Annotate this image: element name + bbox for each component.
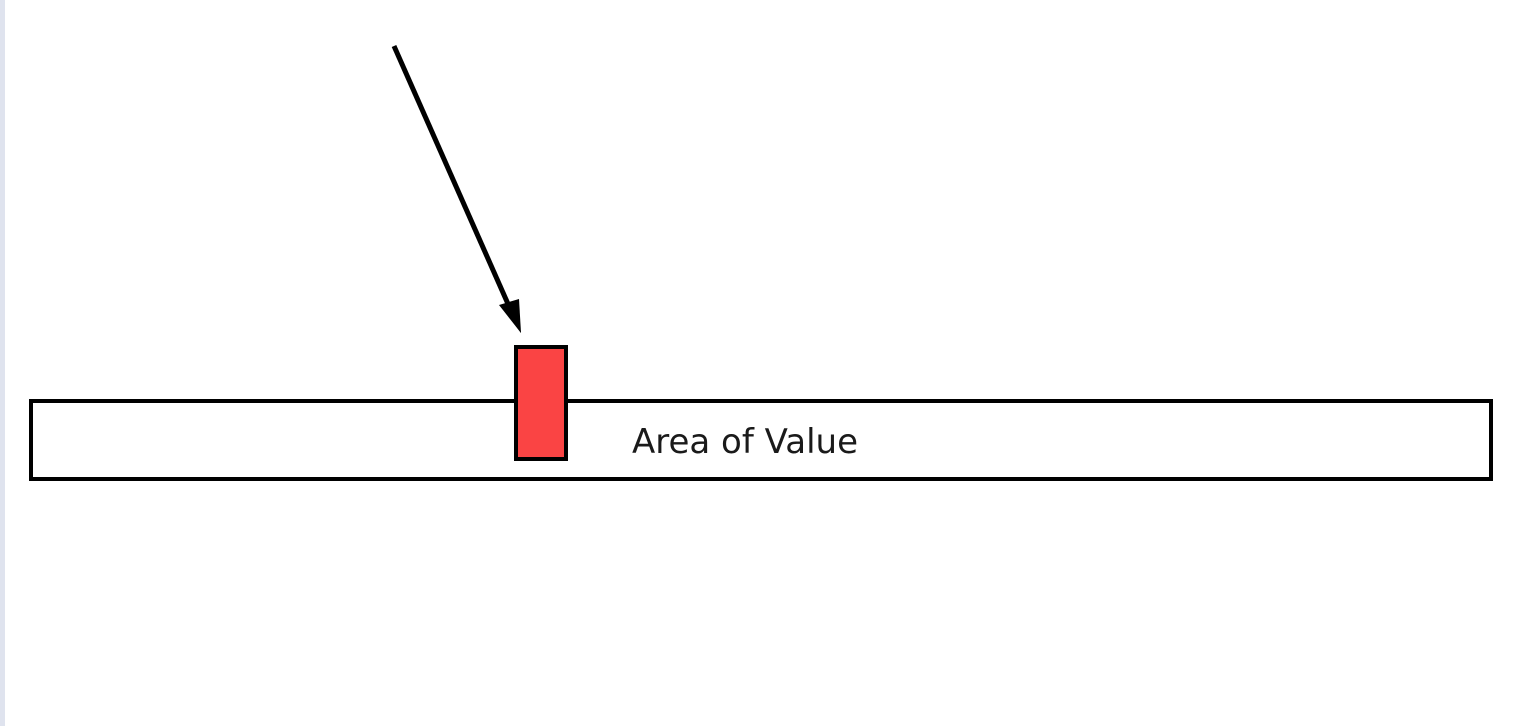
arrow-shaft <box>391 44 515 315</box>
arrow-head-solid <box>499 299 521 333</box>
arrow-head <box>501 301 521 333</box>
left-edge-strip <box>0 0 5 726</box>
value-bar-label: Area of Value <box>632 422 858 462</box>
arrow-shaft-group <box>391 44 521 333</box>
value-bar[interactable]: Area of Value <box>29 399 1493 481</box>
value-marker[interactable] <box>514 345 568 461</box>
